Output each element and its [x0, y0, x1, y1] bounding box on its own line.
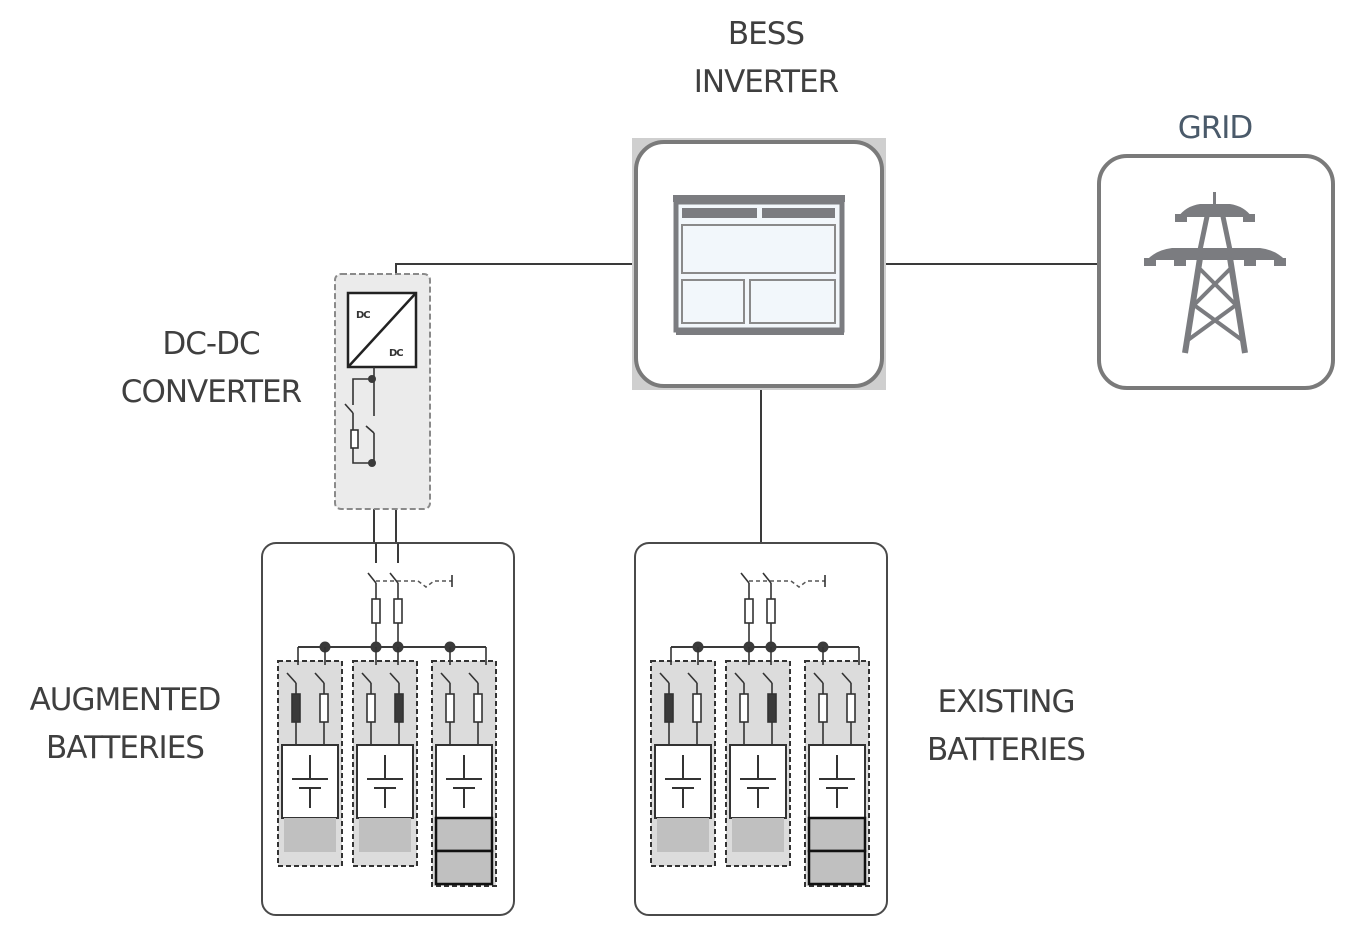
- main-fuse-icon: [393, 598, 403, 624]
- charge-block: [434, 849, 494, 886]
- battery-cell-icon: [819, 755, 855, 808]
- main-switch-right: [389, 572, 399, 584]
- grid-label: GRID: [1178, 110, 1253, 146]
- charge-block: [434, 816, 494, 853]
- battery-groups: [261, 542, 888, 916]
- rack-switch: [286, 672, 297, 684]
- switch-mechanical-link: [749, 580, 825, 588]
- rack-switch: [734, 672, 745, 684]
- main-fuse-icon: [766, 598, 776, 624]
- switch-mechanical-link: [376, 580, 452, 588]
- rack-fuse-icon: [445, 693, 455, 723]
- converter-bypass-circuit: [344, 367, 376, 467]
- rack-fuse-icon: [664, 693, 674, 723]
- dcdc-label-line1: DC-DC: [162, 326, 259, 362]
- rack-fuse-icon: [291, 693, 301, 723]
- rack-fuse-icon: [394, 693, 404, 723]
- rack-switch: [440, 672, 451, 684]
- bess-inverter-label-line1: BESS: [728, 16, 804, 52]
- battery-cell-icon: [446, 755, 482, 808]
- main-switch-right: [762, 572, 772, 584]
- battery-cell-icon: [665, 755, 701, 808]
- rack-fuse-icon: [473, 693, 483, 723]
- battery-rack: [650, 647, 716, 867]
- charge-block: [732, 818, 784, 852]
- main-fuse-icon: [744, 598, 754, 624]
- battery-rack: [277, 647, 343, 867]
- bess-inverter-label-line2: INVERTER: [694, 64, 839, 100]
- augmented-label-line1: AUGMENTED: [30, 682, 221, 718]
- dcdc-label-line2: CONVERTER: [121, 374, 302, 410]
- rack-fuse-icon: [366, 693, 376, 723]
- grid[interactable]: GRID: [1097, 110, 1335, 390]
- rack-switch: [841, 672, 852, 684]
- main-switch-left: [740, 572, 750, 584]
- rack-fuse-icon: [767, 693, 777, 723]
- rack-fuse-icon: [818, 693, 828, 723]
- battery-cell-icon: [740, 755, 776, 808]
- rack-fuse-icon: [846, 693, 856, 723]
- fuse-icon: [350, 429, 359, 449]
- charge-block: [807, 849, 867, 886]
- rack-switch: [762, 672, 773, 684]
- battery-group-existing[interactable]: [634, 542, 888, 916]
- rack-fuse-icon: [319, 693, 329, 723]
- battery-rack: [804, 647, 870, 887]
- rack-switch: [659, 672, 670, 684]
- battery-rack: [725, 647, 791, 867]
- dc-output-label: DC: [389, 348, 403, 359]
- battery-group-augmented[interactable]: [261, 542, 515, 916]
- charge-block: [359, 818, 411, 852]
- augmented-label-line2: BATTERIES: [46, 730, 204, 766]
- main-switch-left: [367, 572, 377, 584]
- main-fuse-icon: [371, 598, 381, 624]
- charge-block: [284, 818, 336, 852]
- rack-switch: [468, 672, 479, 684]
- charge-block: [657, 818, 709, 852]
- existing-label-line2: BATTERIES: [927, 732, 1085, 768]
- battery-cell-icon: [292, 755, 328, 808]
- rack-switch: [361, 672, 372, 684]
- battery-rack: [352, 647, 418, 867]
- rack-fuse-icon: [692, 693, 702, 723]
- battery-rack: [431, 647, 497, 887]
- rack-fuse-icon: [739, 693, 749, 723]
- bess-inverter[interactable]: BESS INVERTER: [632, 16, 886, 390]
- grid-box: [1097, 154, 1335, 390]
- wire-converter-to-inverter: [395, 263, 634, 292]
- charge-block: [807, 816, 867, 853]
- transmission-tower-icon: [1144, 192, 1286, 354]
- rack-switch: [389, 672, 400, 684]
- rack-switch: [813, 672, 824, 684]
- dc-dc-converter-icon: DC DC: [346, 291, 418, 369]
- battery-cell-icon: [367, 755, 403, 808]
- dc-input-label: DC: [356, 310, 370, 321]
- rack-switch: [314, 672, 325, 684]
- dc-dc-converter[interactable]: DC-DC CONVERTER DC DC: [121, 273, 431, 510]
- inverter-panel-icon: [673, 195, 845, 335]
- existing-label-line1: EXISTING: [938, 684, 1075, 720]
- rack-switch: [687, 672, 698, 684]
